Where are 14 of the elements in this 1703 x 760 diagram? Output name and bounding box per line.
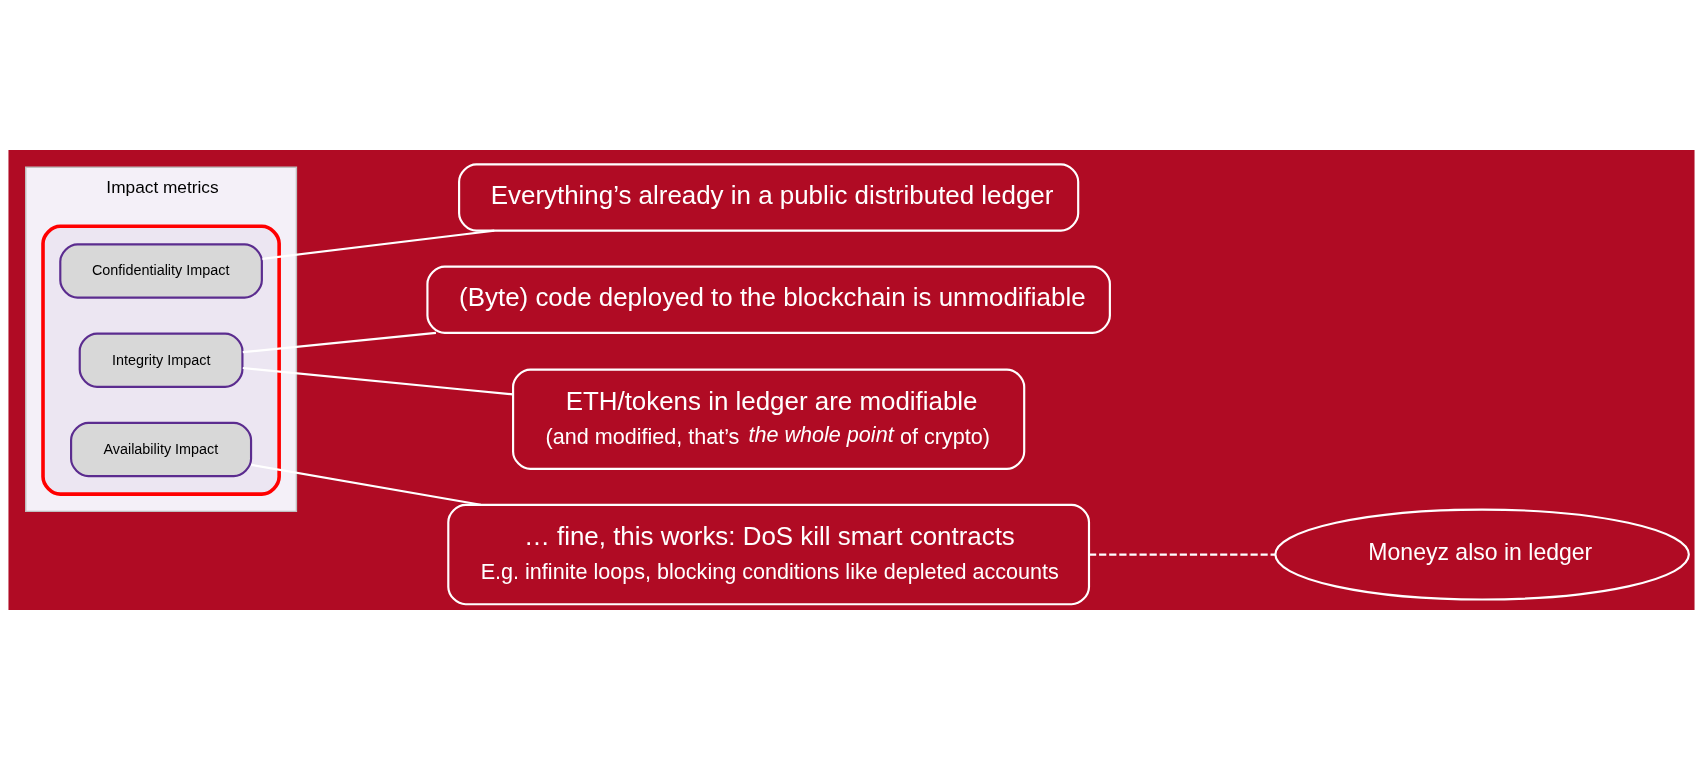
connector bbox=[262, 229, 495, 260]
connector bbox=[242, 366, 514, 396]
node-box: Everything’s already in a public distributed ledger bbox=[458, 163, 1080, 232]
node-box: (Byte) code deployed to the blockchain is unmodifiable bbox=[426, 265, 1111, 334]
node-ellipse: Moneyz also in ledger bbox=[1274, 508, 1690, 601]
node-box: Integrity Impact bbox=[78, 332, 244, 388]
cluster bbox=[41, 224, 281, 496]
node-box: … fine, this works: DoS kill smart contracts E.g. infinite loops, blocking conditions like depleted accounts bbox=[447, 503, 1091, 606]
connector bbox=[242, 331, 437, 354]
node-box: ETH/tokens in ledger are modifiable (and modified, that’s the whole point of crypto) bbox=[512, 368, 1026, 470]
connector bbox=[1089, 553, 1276, 556]
node-box: Confidentiality Impact bbox=[59, 243, 263, 299]
connector bbox=[250, 463, 481, 506]
node-box: Availability Impact bbox=[70, 421, 253, 478]
